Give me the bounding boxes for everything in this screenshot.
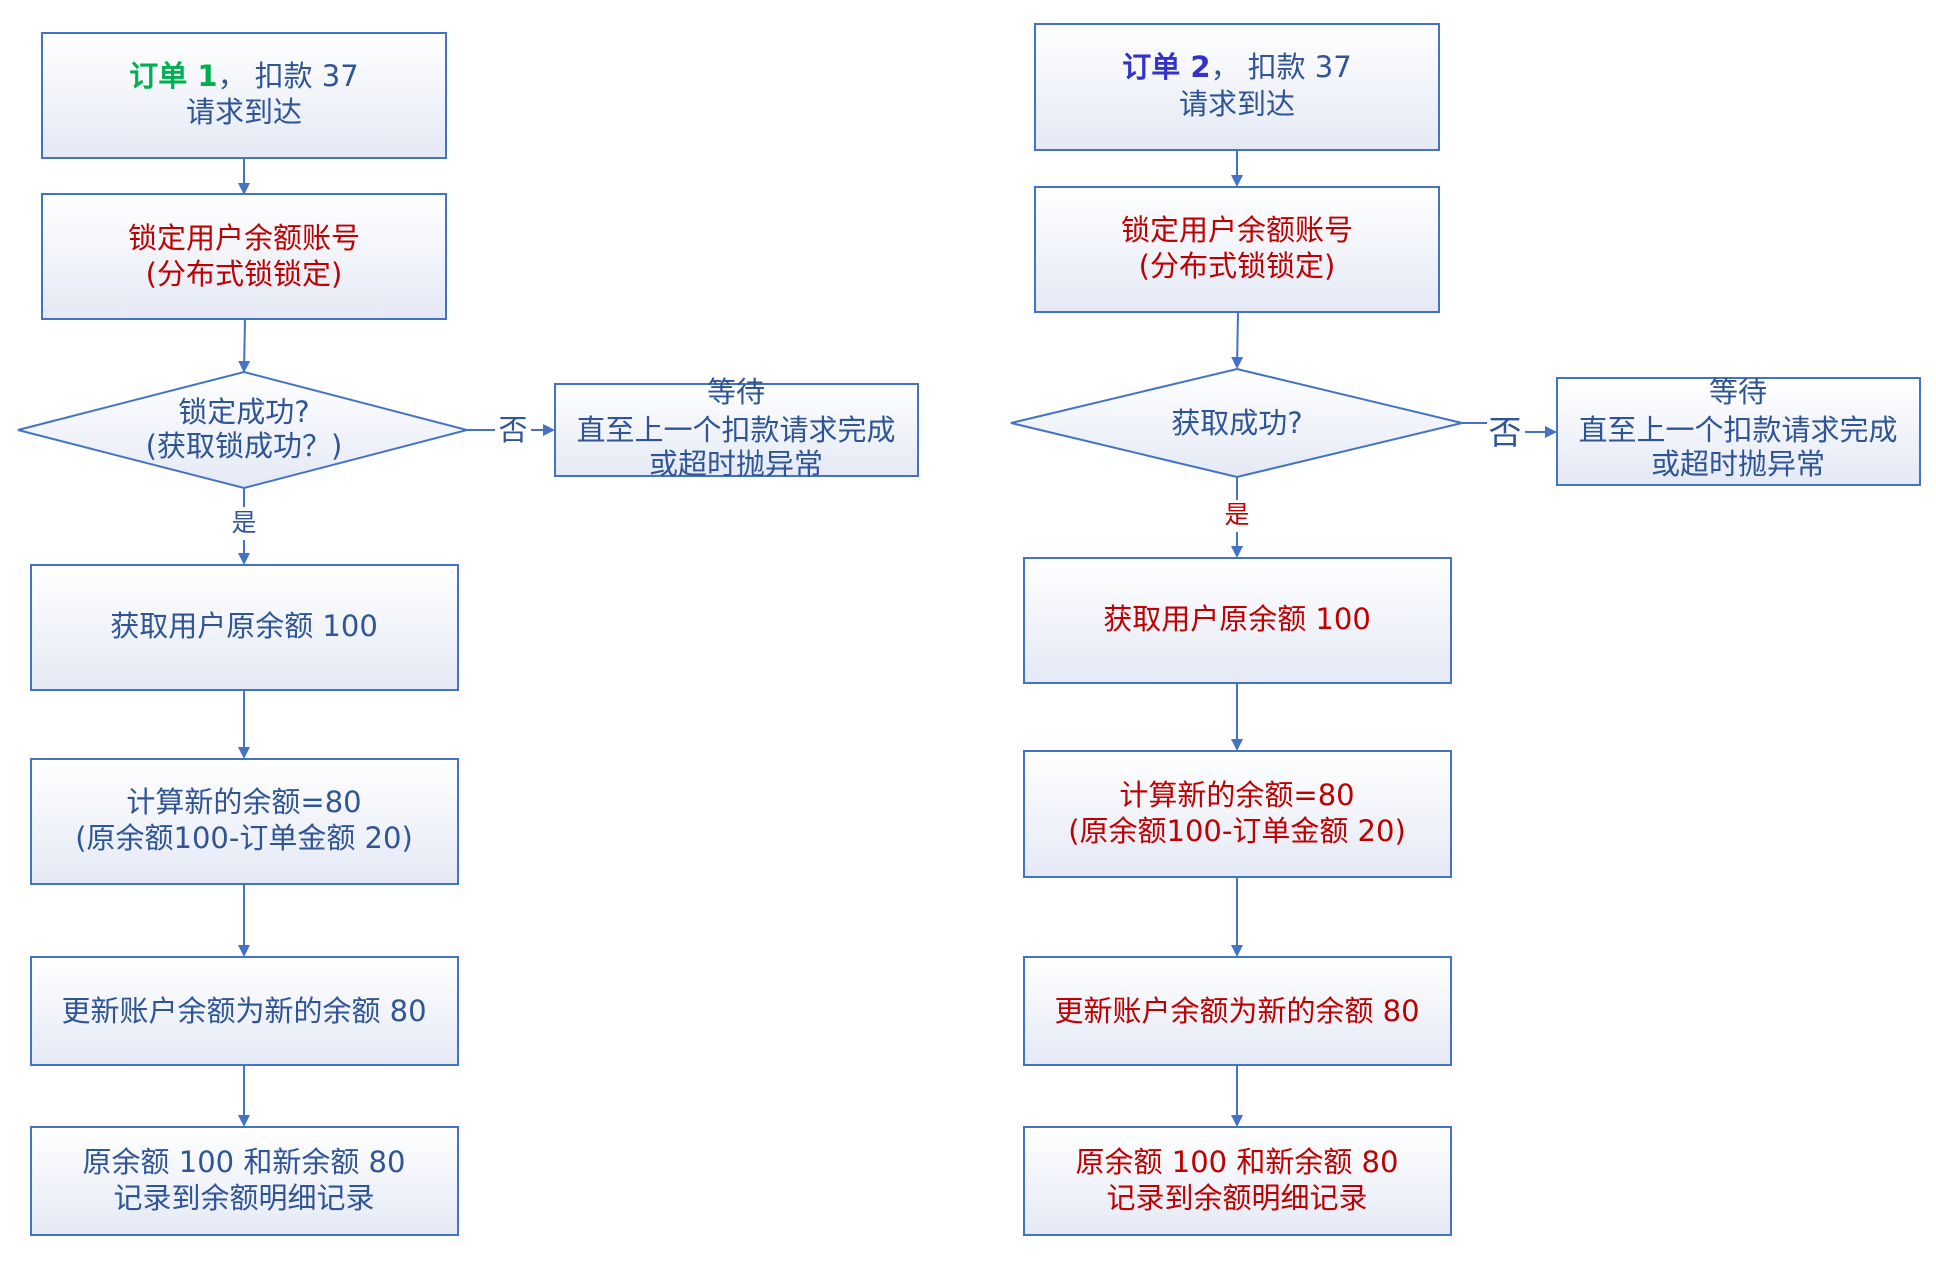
calc-new-balance-label: 计算新的余额=80 <box>126 785 361 819</box>
arrow-lock-to-decision <box>1231 311 1244 369</box>
distributed-lock-label: (分布式锁锁定) <box>146 257 343 291</box>
lock-account-label: 锁定用户余额账号 <box>1121 213 1353 247</box>
record-to-detail-label: 记录到余额明细记录 <box>113 1181 374 1215</box>
wait-label: 等待 <box>707 375 765 409</box>
flow-order-1: 订单 1，扣款 37 请求到达 锁定用户余额账号 (分布式锁锁定) 锁定成功? … <box>17 32 919 1236</box>
yes-label: 是 <box>1224 500 1249 529</box>
start-title-line-1: 订单 2，扣款 37 <box>1122 50 1351 84</box>
arrow-lock-to-decision <box>238 318 251 373</box>
wait-until-previous-label: 直至上一个扣款请求完成 <box>1578 413 1897 447</box>
record-balances-label: 原余额 100 和新余额 80 <box>1076 1145 1399 1179</box>
record-detail-box: 原余额 100 和新余额 80 记录到余额明细记录 <box>1023 1126 1452 1236</box>
title-separator: ， <box>1211 50 1240 84</box>
calc-new-balance-label: 计算新的余额=80 <box>1119 778 1354 812</box>
deduct-amount-label: 扣款 37 <box>255 59 359 93</box>
lock-success-question: 锁定成功? <box>178 395 309 429</box>
get-balance-label: 获取用户原余额 100 <box>110 609 378 643</box>
no-label: 否 <box>1489 413 1522 452</box>
request-arrived-label: 请求到达 <box>1179 87 1295 121</box>
order-id-label: 订单 2 <box>1122 50 1210 84</box>
update-balance-box: 更新账户余额为新的余额 80 <box>1023 956 1452 1066</box>
lock-success-decision: 锁定成功? (获取锁成功？) <box>17 370 471 490</box>
update-balance-label: 更新账户余额为新的余额 80 <box>61 994 426 1028</box>
acquire-success-question: 获取成功? <box>1171 406 1302 440</box>
update-balance-box: 更新账户余额为新的余额 80 <box>30 956 459 1066</box>
order-id-label: 订单 1 <box>129 59 217 93</box>
record-to-detail-label: 记录到余额明细记录 <box>1106 1181 1367 1215</box>
calc-balance-box: 计算新的余额=80 (原余额100-订单金额 20) <box>1023 750 1452 878</box>
title-separator: ， <box>218 59 247 93</box>
lock-account-box: 锁定用户余额账号 (分布式锁锁定) <box>1034 186 1440 313</box>
wait-box: 等待 直至上一个扣款请求完成 或超时抛异常 <box>554 375 919 481</box>
no-label: 否 <box>498 413 527 447</box>
update-balance-label: 更新账户余额为新的余额 80 <box>1054 994 1419 1028</box>
record-balances-label: 原余额 100 和新余额 80 <box>83 1145 406 1179</box>
flow-order-2: 订单 2，扣款 37 请求到达 锁定用户余额账号 (分布式锁锁定) 获取成功? … <box>1010 23 1921 1236</box>
wait-box: 等待 直至上一个扣款请求完成 或超时抛异常 <box>1556 375 1921 486</box>
request-arrived-label: 请求到达 <box>186 95 302 129</box>
calc-balance-box: 计算新的余额=80 (原余额100-订单金额 20) <box>30 758 459 885</box>
lock-account-label: 锁定用户余额账号 <box>128 221 360 255</box>
start-box-order-2: 订单 2，扣款 37 请求到达 <box>1034 23 1440 151</box>
start-box-order-1: 订单 1，扣款 37 请求到达 <box>41 32 447 159</box>
wait-label: 等待 <box>1709 375 1767 409</box>
timeout-exception-label: 或超时抛异常 <box>649 447 823 481</box>
acquire-success-decision: 获取成功? <box>1010 367 1463 479</box>
get-balance-box: 获取用户原余额 100 <box>30 564 459 691</box>
acquire-lock-question: (获取锁成功？) <box>146 429 343 463</box>
calc-formula-label: (原余额100-订单金额 20) <box>1068 814 1406 848</box>
record-detail-box: 原余额 100 和新余额 80 记录到余额明细记录 <box>30 1126 459 1236</box>
start-title-line-1: 订单 1，扣款 37 <box>129 59 358 93</box>
deduct-amount-label: 扣款 37 <box>1248 50 1352 84</box>
get-balance-box: 获取用户原余额 100 <box>1023 557 1452 684</box>
yes-label: 是 <box>231 508 256 537</box>
timeout-exception-label: 或超时抛异常 <box>1651 447 1825 481</box>
lock-account-box: 锁定用户余额账号 (分布式锁锁定) <box>41 193 447 320</box>
calc-formula-label: (原余额100-订单金额 20) <box>75 821 413 855</box>
get-balance-label: 获取用户原余额 100 <box>1103 602 1371 636</box>
wait-until-previous-label: 直至上一个扣款请求完成 <box>576 413 895 447</box>
distributed-lock-label: (分布式锁锁定) <box>1139 249 1336 283</box>
